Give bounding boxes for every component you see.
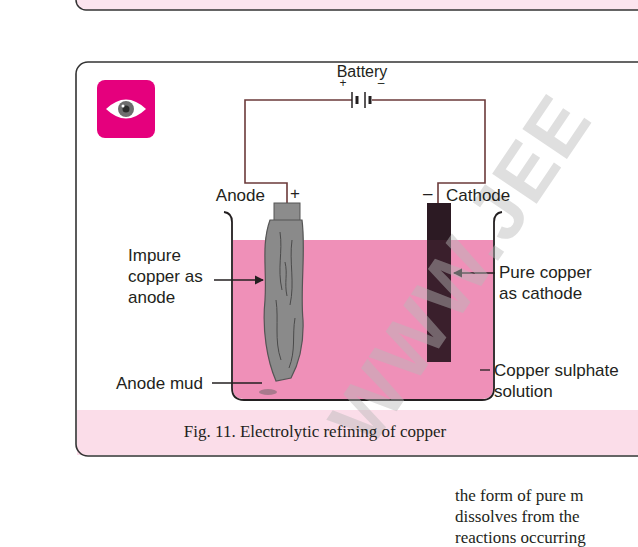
previous-box: [76, 0, 638, 10]
leader-line: [214, 279, 263, 280]
electrode-label: Cathode: [446, 185, 526, 206]
polarity-sign: +: [338, 76, 348, 90]
polarity-sign: –: [376, 76, 386, 90]
body-text: reactions occurring: [455, 527, 633, 547]
figure-caption: Fig. 11. Electrolytic refining of copper: [80, 421, 550, 442]
part-label: Impure copper as anode: [128, 245, 216, 308]
polarity-sign: –: [423, 183, 435, 204]
part-label: Pure copper as cathode: [499, 262, 601, 304]
body-text: dissolves from the: [455, 506, 633, 527]
impure-copper-anode: [259, 203, 303, 395]
body-text: the form of pure m: [455, 485, 633, 506]
leader-line: [480, 369, 490, 370]
electrode-label: Anode: [205, 185, 265, 206]
figure-icon: [97, 80, 155, 138]
part-label: Copper sulphate solution: [494, 360, 636, 402]
polarity-sign: +: [290, 183, 304, 204]
battery-symbol: [352, 92, 370, 108]
leader-line: [212, 382, 262, 383]
part-label: Anode mud: [116, 373, 212, 394]
